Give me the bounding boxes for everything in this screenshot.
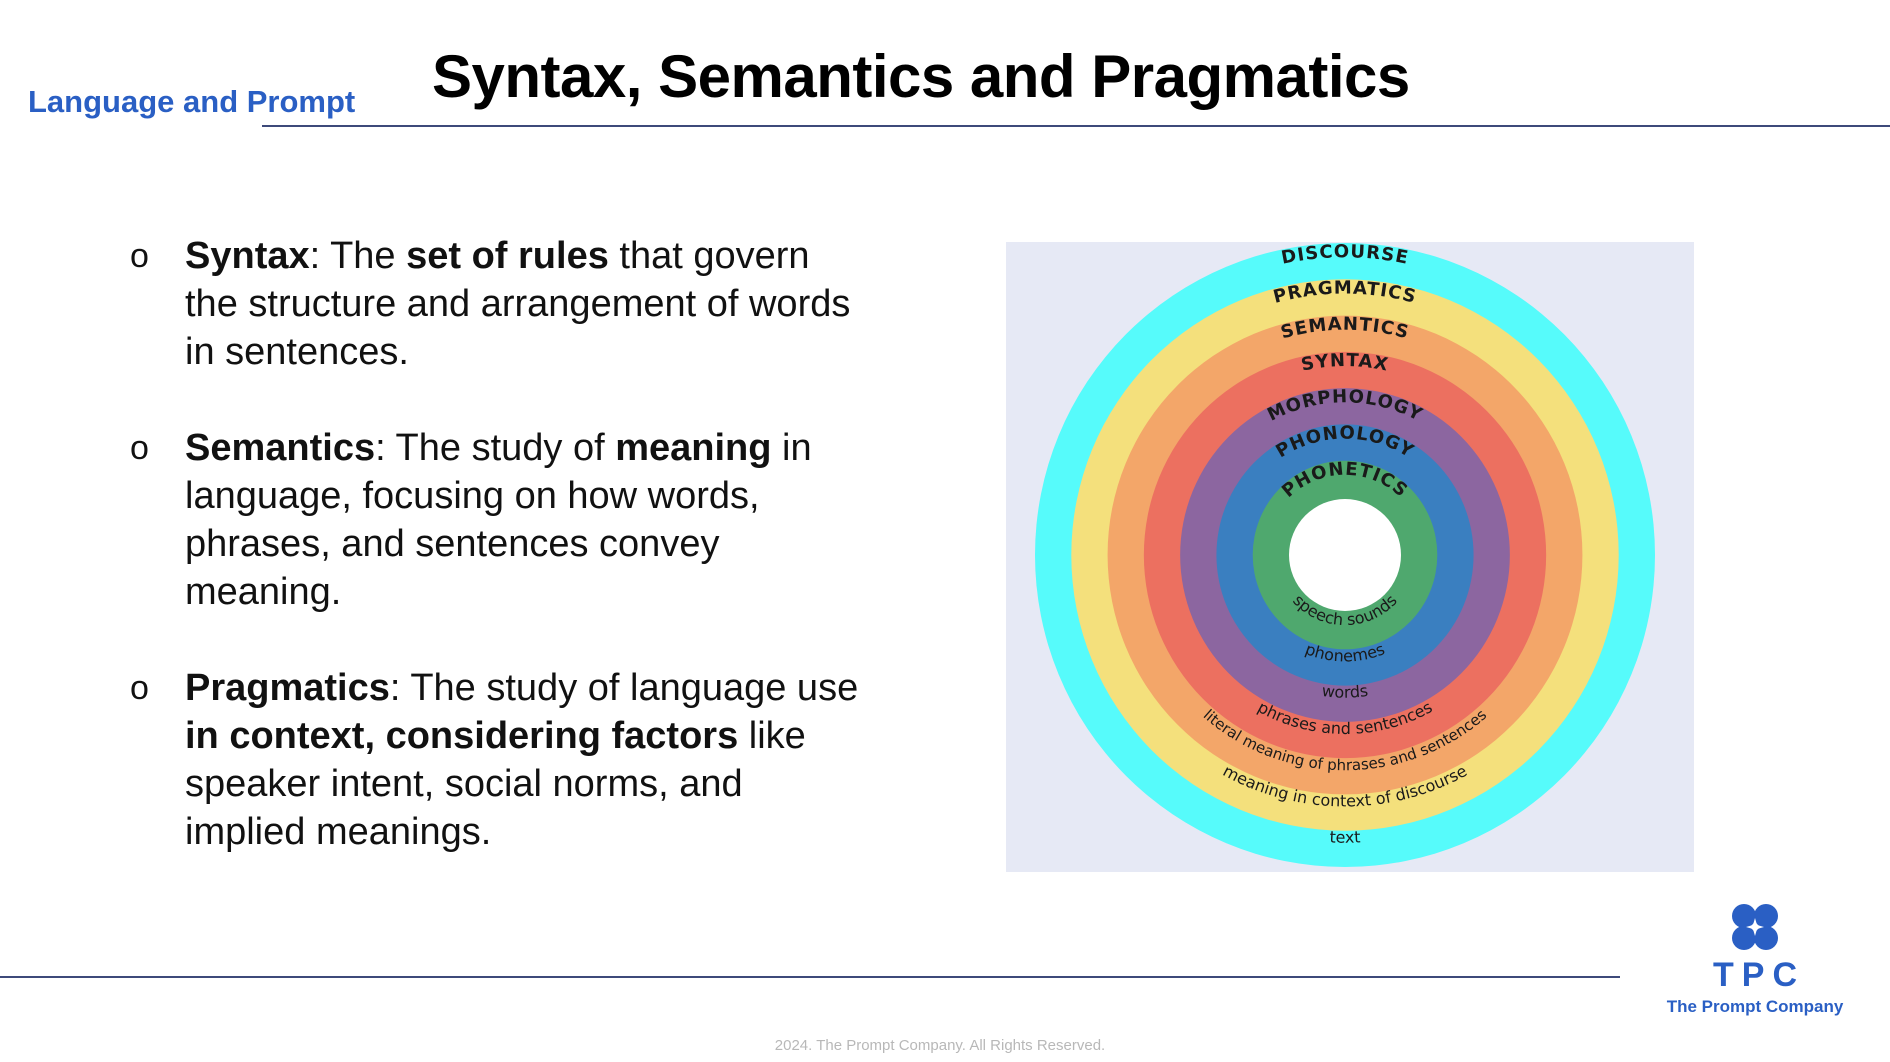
copyright-footer: 2024. The Prompt Company. All Rights Res… xyxy=(774,1037,1106,1054)
ring-sublabel-morphology: words xyxy=(1321,681,1369,702)
bullet-text: that govern the structure and arrangemen… xyxy=(185,235,851,373)
bullet-semantics: o Semantics: The study of meaning in lan… xyxy=(130,424,870,616)
company-logo: TPC The Prompt Company xyxy=(1660,902,1850,1017)
bullet-text: in language, focusing on how words, phra… xyxy=(185,427,812,613)
bullet-marker: o xyxy=(130,237,149,275)
bullet-text: The xyxy=(330,235,407,277)
bullet-term: Pragmatics xyxy=(185,667,390,709)
bullet-marker: o xyxy=(130,669,149,707)
bullet-separator: : xyxy=(309,235,331,277)
bullet-separator: : xyxy=(375,427,396,469)
bullet-term: Syntax xyxy=(185,235,310,277)
bullet-emphasis: in context, considering factors xyxy=(185,715,739,757)
footer-divider xyxy=(0,976,1620,978)
bullet-pragmatics: o Pragmatics: The study of language use … xyxy=(130,664,870,856)
bullet-marker: o xyxy=(130,429,149,467)
bullet-text: The study of language use xyxy=(410,667,859,709)
logo-letters: TPC xyxy=(1713,956,1805,994)
bullet-syntax: o Syntax: The set of rules that govern t… xyxy=(130,232,870,376)
clover-logo-icon xyxy=(1732,904,1778,950)
bullet-term: Semantics xyxy=(185,427,376,469)
bullet-text: like speaker intent, social norms, and i… xyxy=(185,715,806,853)
ring-center xyxy=(1289,499,1401,611)
bullet-text: The study of xyxy=(395,427,616,469)
logo-company-name: The Prompt Company xyxy=(1666,997,1844,1016)
section-label: Language and Prompt xyxy=(28,84,356,119)
bullet-emphasis: set of rules xyxy=(406,235,609,277)
bullet-emphasis: meaning xyxy=(615,427,772,469)
title-divider xyxy=(262,125,1890,127)
bullet-separator: : xyxy=(389,667,411,709)
ring-sublabel-discourse: text xyxy=(1329,827,1361,846)
bullet-list: o Syntax: The set of rules that govern t… xyxy=(130,232,870,904)
page-title: Syntax, Semantics and Pragmatics xyxy=(432,43,1410,110)
